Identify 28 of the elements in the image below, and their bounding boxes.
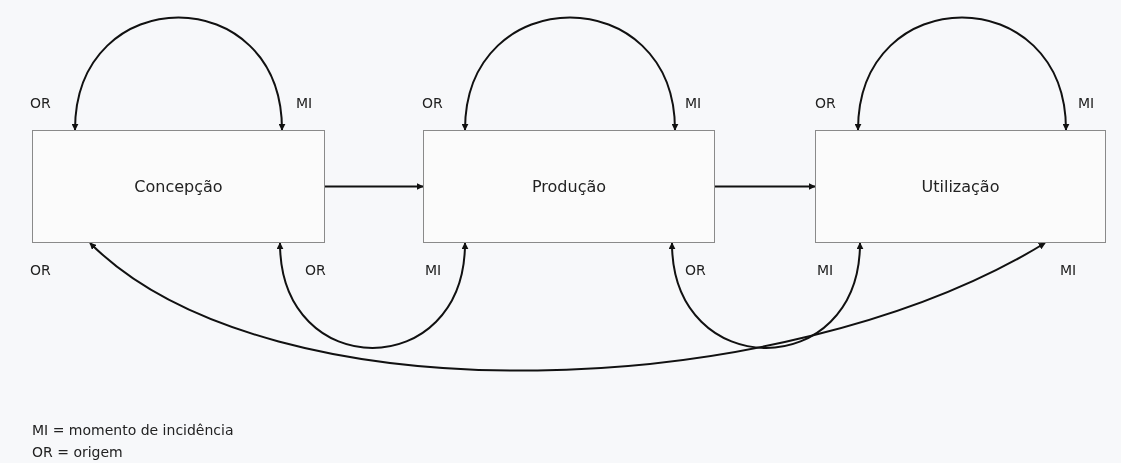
legend-note: MI = momento de incidência xyxy=(32,422,234,438)
end-label: OR xyxy=(30,95,51,111)
end-label: OR xyxy=(305,262,326,278)
end-label: MI xyxy=(425,262,442,278)
end-label: MI xyxy=(1060,262,1077,278)
arrow xyxy=(462,16,678,131)
end-label: OR xyxy=(30,262,51,278)
end-label: MI xyxy=(817,262,834,278)
arrow xyxy=(89,242,1046,372)
arrow xyxy=(277,242,468,349)
box-label: Produção xyxy=(531,177,607,196)
end-label: MI xyxy=(685,95,702,111)
arrow xyxy=(855,16,1069,131)
process-box xyxy=(815,130,1106,243)
end-label: OR xyxy=(422,95,443,111)
box-label: Utilização xyxy=(921,177,1000,196)
arrow xyxy=(324,183,424,190)
box-label: Concepção xyxy=(134,177,223,196)
process-box xyxy=(423,130,715,243)
end-label: MI xyxy=(1078,95,1095,111)
end-label: OR xyxy=(685,262,706,278)
end-label: MI xyxy=(296,95,313,111)
arrow xyxy=(669,242,863,349)
arrow xyxy=(714,183,816,190)
process-box xyxy=(32,130,325,243)
legend-note: OR = origem xyxy=(32,444,123,460)
end-label: OR xyxy=(815,95,836,111)
arrow xyxy=(72,16,285,131)
